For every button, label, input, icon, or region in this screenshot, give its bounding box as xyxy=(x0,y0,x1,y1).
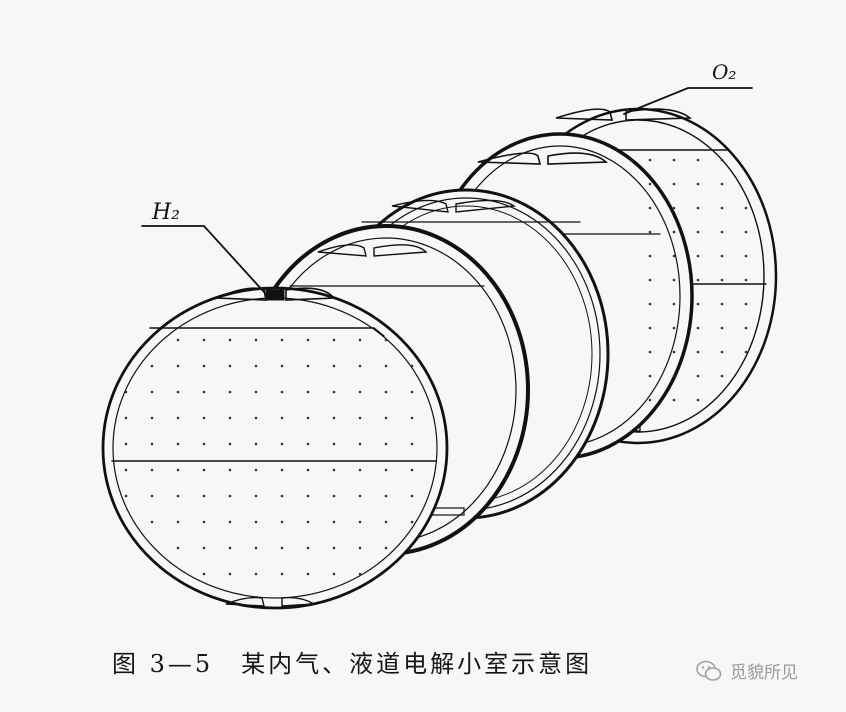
h2-leader-line xyxy=(141,225,265,293)
front-plate-dot-grid xyxy=(124,338,414,576)
caption-text: 某内气、液道电解小室示意图 xyxy=(241,650,593,678)
rear-plate-dot-grid xyxy=(648,158,748,402)
figure-number: 图 3—5 xyxy=(112,650,214,678)
h2-label: H₂ xyxy=(151,200,180,225)
watermark-text: 觅貌所见 xyxy=(730,663,798,683)
watermark: 觅貌所见 xyxy=(696,658,798,683)
figure-caption: 图 3—5 某内气、液道电解小室示意图 xyxy=(112,644,592,679)
wechat-icon xyxy=(696,660,722,681)
o2-leader-line xyxy=(623,87,753,115)
front-plate xyxy=(101,286,449,610)
o2-label: O₂ xyxy=(712,60,736,84)
